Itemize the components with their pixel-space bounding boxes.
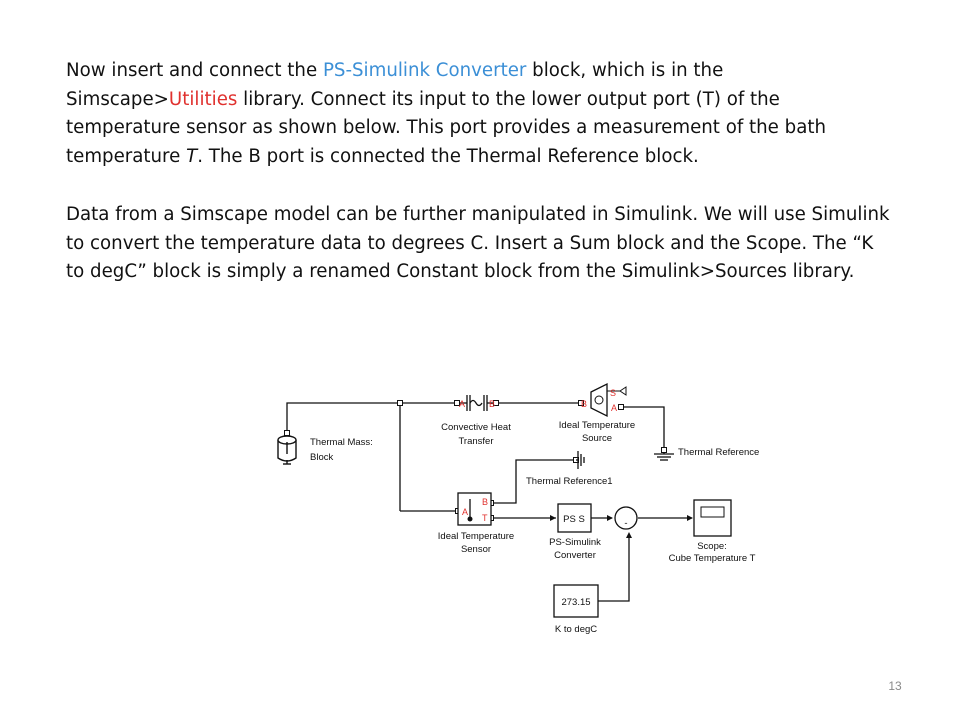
thermal-reference-ground-icon xyxy=(654,452,674,461)
bus-junction xyxy=(397,400,403,406)
wire-constant-to-sum xyxy=(598,534,630,602)
paragraph-1: Now insert and connect the PS-Simulink C… xyxy=(66,57,896,172)
source-port-a-label: A xyxy=(611,403,617,413)
scope-label-line1: Scope: xyxy=(697,541,727,552)
convective-port-a-label: A xyxy=(459,399,465,409)
sensor-port-b-label: B xyxy=(482,497,488,507)
thermal-mass-label-line2: Block xyxy=(310,452,333,463)
utilities-highlight: Utilities xyxy=(168,88,238,110)
source-label-line2: Source xyxy=(582,433,612,444)
thermal-reference-label: Thermal Reference xyxy=(678,447,759,458)
sensor-label-line2: Sensor xyxy=(461,544,491,555)
thermal-reference1-ground-icon xyxy=(576,451,585,469)
source-port-b-label: B xyxy=(581,399,587,409)
ps-simulink-converter-block xyxy=(557,503,592,533)
paragraph-2: Data from a Simscape model can be furthe… xyxy=(66,204,890,283)
mass-port xyxy=(284,430,290,436)
arrowhead-sum-minus xyxy=(626,532,632,538)
source-port-a xyxy=(618,404,624,410)
p1-text-3: library. Connect its input to the lower … xyxy=(66,88,827,168)
p1-text-2: block, which is in the Simscape> xyxy=(66,60,724,110)
constant-block xyxy=(553,584,599,618)
source-port-b xyxy=(578,400,584,406)
sum-minus-sign: - xyxy=(624,518,627,529)
arrowhead-sum-plus xyxy=(607,515,613,521)
arrowhead-scope-in xyxy=(687,515,693,521)
scope-label-line2: Cube Temperature T xyxy=(669,553,756,564)
reference-port xyxy=(661,447,667,453)
sensor-port-t-label: T xyxy=(482,513,488,523)
convective-port-b-label: B xyxy=(489,399,495,409)
sum-block xyxy=(614,506,638,530)
source-label-line1: Ideal Temperature xyxy=(559,420,635,431)
thermal-mass-label-line1: Thermal Mass: xyxy=(310,437,373,448)
ps-simulink-label-line2: Converter xyxy=(554,550,596,561)
wire-source-to-reference xyxy=(620,406,665,450)
ideal-temperature-source-block: S B A xyxy=(581,382,627,418)
ps-simulink-converter-highlight: PS-Simulink Converter xyxy=(322,60,527,81)
constant-value: 273.15 xyxy=(561,597,590,608)
sensor-port-a-label: A xyxy=(462,507,468,517)
sensor-label-line1: Ideal Temperature xyxy=(438,531,514,542)
convective-port-a xyxy=(454,400,460,406)
arrowhead-converter-in xyxy=(550,515,556,521)
wire-mass-to-convective xyxy=(286,402,457,433)
thermal-mass-icon xyxy=(277,435,297,465)
source-port-s-label: S xyxy=(610,388,616,398)
convective-heat-transfer-block: A B xyxy=(459,395,495,411)
wire-sensor-b-to-reference1 xyxy=(491,459,574,504)
thermal-reference1-label: Thermal Reference1 xyxy=(526,476,613,487)
page-number: 13 xyxy=(888,679,902,693)
ideal-temperature-sensor-block: A B T xyxy=(457,492,492,526)
p1-temperature-symbol: T xyxy=(186,146,198,168)
ps-simulink-label-line1: PS-Simulink xyxy=(549,537,601,548)
convective-port-b xyxy=(493,400,499,406)
scope-block xyxy=(693,499,732,537)
convective-label-line1: Convective Heat xyxy=(441,422,511,433)
p1-text-1: Now insert and connect the xyxy=(66,60,323,81)
convective-label-line2: Transfer xyxy=(458,436,493,447)
p1-text-5: . The B port is connected the Thermal Re… xyxy=(197,146,699,168)
ps-block-text: PS S xyxy=(563,514,585,525)
constant-label: K to degC xyxy=(555,624,597,635)
